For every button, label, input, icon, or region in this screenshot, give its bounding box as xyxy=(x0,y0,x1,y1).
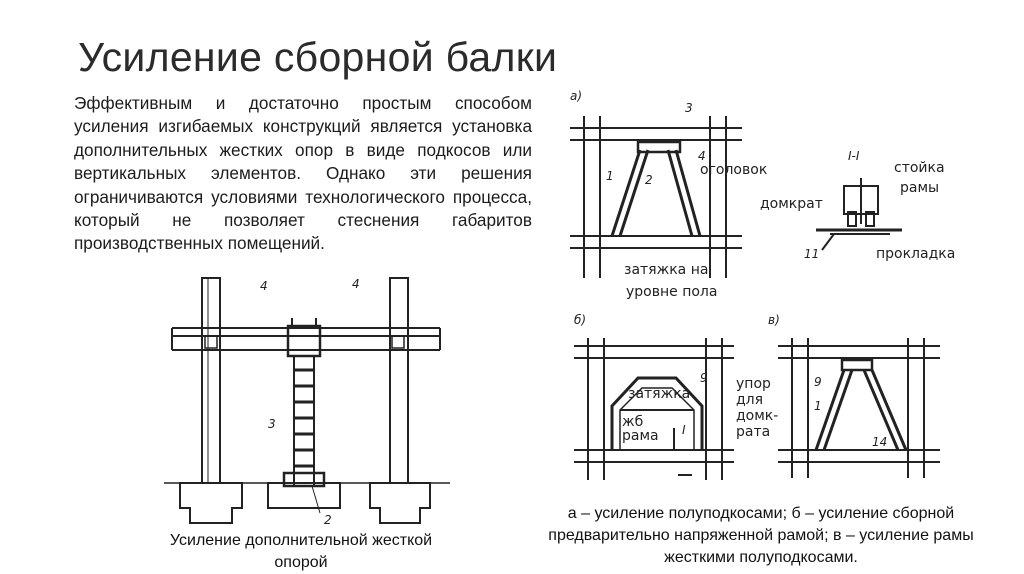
label-zhb-1: жб xyxy=(622,414,643,430)
label-upor-2: для xyxy=(736,392,763,408)
left-column xyxy=(201,277,221,484)
mark-top-2: 4 xyxy=(352,277,360,291)
panel-v-num-14: 14 xyxy=(872,435,887,449)
panel-v-num-9: 9 xyxy=(814,375,822,389)
section-label: I-I xyxy=(848,149,860,163)
section-num-11: 11 xyxy=(804,247,819,261)
label-zatyazhka-2: уровне пола xyxy=(626,284,717,300)
label-ogolovok: оголовок xyxy=(700,162,767,178)
panel-a-num-4: 4 xyxy=(698,149,706,163)
mark-top: 4 xyxy=(260,279,268,293)
label-domkrat: домкрат xyxy=(760,196,823,212)
panel-v-num-1: 1 xyxy=(814,399,822,413)
label-stoyka-1: стойка xyxy=(894,160,945,176)
section-11-drawing: I-I стойка рамы домкрат прокладка 11 xyxy=(760,149,955,262)
panel-b-letter: б) xyxy=(574,313,586,327)
panel-b-num-9: 9 xyxy=(700,371,708,385)
mark-mid: 3 xyxy=(268,417,276,431)
support-head xyxy=(286,324,322,358)
panel-a-drawing: а) 3 1 2 4 оголовок затяжка на уровне по… xyxy=(570,89,767,300)
mark-bottom: 2 xyxy=(324,513,332,527)
label-zatyazhka-1: затяжка на xyxy=(624,262,708,278)
right-column xyxy=(389,277,409,484)
left-caption: Усиление дополнительной жесткой опорой xyxy=(169,532,433,571)
intro-paragraph: Эффективным и достаточно простым способо… xyxy=(74,93,532,254)
panel-v-drawing: в) 9 1 14 xyxy=(768,313,940,478)
panel-a-num-2: 2 xyxy=(645,173,653,187)
slide-title: Усиление сборной балки xyxy=(78,34,558,80)
right-caption: а – усиление полуподкосами; б – усиление… xyxy=(548,505,974,566)
panel-b-drawing: б) 9 затяжка жб рама I упор для домк- ра… xyxy=(574,313,778,480)
label-upor-1: упор xyxy=(736,376,771,392)
label-prokladka: прокладка xyxy=(876,246,955,262)
panel-v-letter: в) xyxy=(768,313,780,327)
support-drawing: 4 4 3 2 xyxy=(164,277,450,527)
panel-a-letter: а) xyxy=(570,89,582,103)
label-zatyazhka: затяжка xyxy=(628,386,690,402)
label-stoyka-2: рамы xyxy=(900,180,939,196)
label-upor-3: домк- xyxy=(736,408,778,424)
label-upor-4: рата xyxy=(736,424,770,440)
panel-a-num-3: 3 xyxy=(685,101,693,115)
panel-a-num-1: 1 xyxy=(606,169,614,183)
panel-b-section-mark: I xyxy=(682,423,686,437)
label-zhb-2: рама xyxy=(622,428,659,444)
